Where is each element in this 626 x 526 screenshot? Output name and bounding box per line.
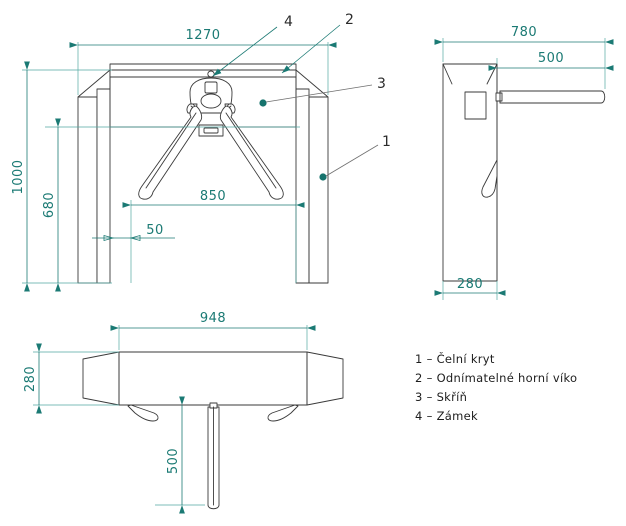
side-cover-panel	[464, 91, 487, 120]
top-arm-center	[207, 402, 220, 510]
legend-item-3: 3 – Skříň	[415, 390, 467, 404]
dim-label-850: 850	[200, 189, 226, 204]
dim-label-280-side: 280	[457, 277, 483, 292]
dim-label-680: 680	[42, 192, 57, 218]
dim-label-500-top: 500	[166, 448, 181, 474]
side-arm	[495, 90, 606, 104]
side-lower-arm	[481, 159, 498, 198]
front-arm-left	[138, 105, 203, 200]
dim-label-280-top: 280	[23, 366, 38, 392]
callout-label-4: 4	[284, 14, 293, 30]
callout-2-top-lid: 2	[281, 12, 354, 74]
callout-1-front-cover: 1	[319, 134, 391, 181]
side-elevation-view: 780 500 280	[434, 25, 614, 300]
top-arm-left	[127, 404, 159, 422]
dim-side-width-280: 280	[434, 277, 506, 300]
top-cabinet-body	[82, 351, 344, 406]
front-top-lid	[109, 63, 297, 78]
dim-front-offset-50: 50	[92, 223, 175, 242]
dim-top-width-280: 280	[23, 343, 119, 414]
dim-label-1270: 1270	[185, 28, 220, 43]
dim-label-780: 780	[511, 25, 537, 40]
dim-front-height-1000: 1000	[11, 61, 112, 292]
front-right-post	[295, 69, 329, 284]
top-plan-view: 948 280 500	[23, 311, 344, 514]
callout-4-lock: 4	[212, 14, 293, 77]
parts-legend: 1 – Čelní kryt 2 – Odnímatelné horní vík…	[415, 351, 577, 423]
dim-top-arm-500: 500	[155, 396, 205, 514]
callout-label-3: 3	[377, 76, 386, 92]
dim-front-width-1270: 1270	[69, 28, 337, 95]
callout-label-1: 1	[382, 134, 391, 150]
legend-item-2: 2 – Odnímatelné horní víko	[415, 371, 577, 385]
dim-label-500-side: 500	[538, 51, 564, 66]
dim-label-1000: 1000	[11, 159, 26, 194]
front-elevation-view: 1270 1000 680 850	[11, 12, 391, 292]
dim-label-948: 948	[200, 311, 226, 326]
callout-1-dot	[319, 173, 327, 181]
dim-side-depth-780: 780	[434, 25, 614, 89]
dim-front-height-680: 680	[42, 118, 300, 292]
front-left-post	[77, 69, 111, 284]
dim-side-arm-500: 500	[488, 51, 614, 71]
dim-top-length-948: 948	[110, 311, 316, 350]
callout-3-dot	[259, 99, 267, 107]
legend-item-4: 4 – Zámek	[415, 409, 478, 423]
callout-label-2: 2	[345, 12, 354, 28]
front-arm-right	[219, 105, 284, 200]
dim-label-50: 50	[146, 223, 164, 238]
front-reader-box	[198, 124, 224, 137]
top-arm-right	[267, 404, 299, 422]
legend-item-1: 1 – Čelní kryt	[415, 351, 495, 366]
callout-3-cabinet: 3	[259, 76, 386, 107]
dim-front-width-850: 850	[122, 189, 305, 283]
